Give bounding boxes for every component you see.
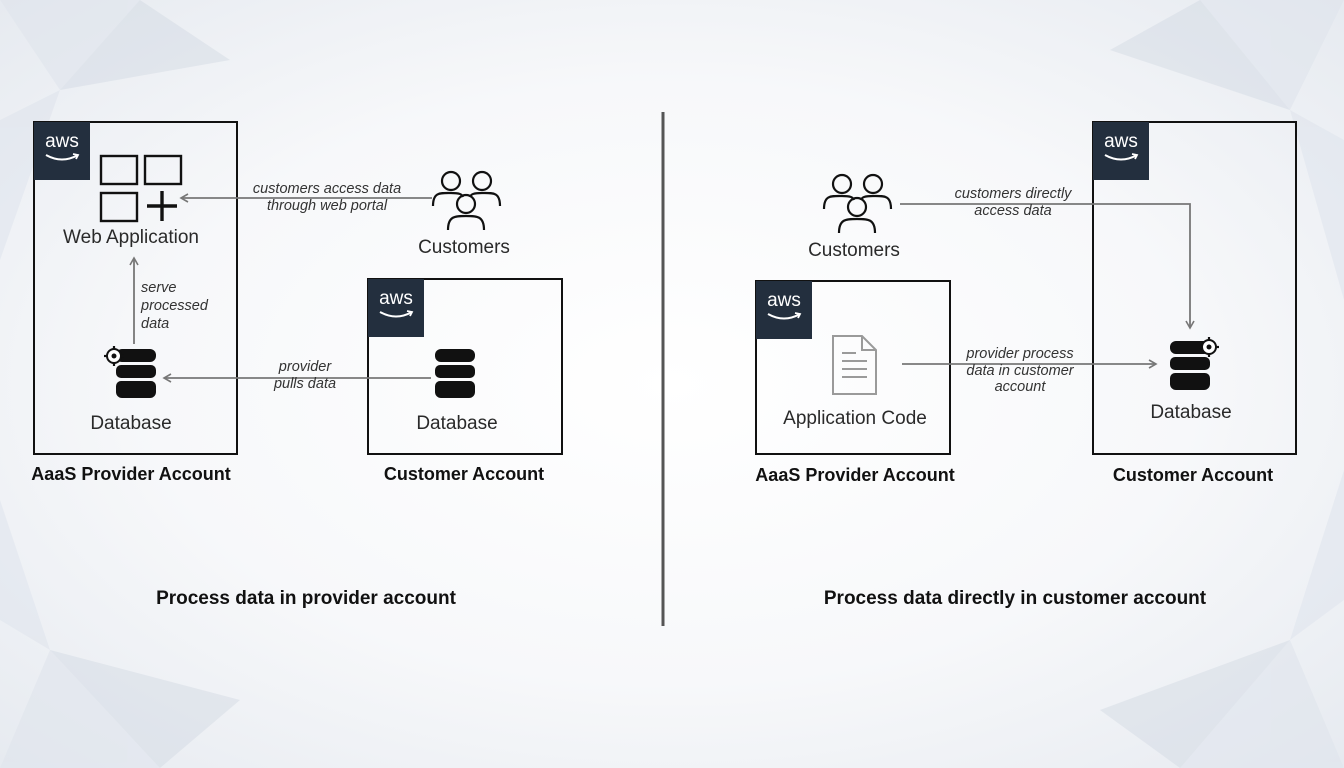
- web-app-icon: [99, 154, 183, 223]
- database-gear-icon: [104, 346, 156, 398]
- customer-account-title: Customer Account: [383, 464, 545, 484]
- customer-db-label: Database: [416, 413, 498, 434]
- aws-logo-icon: aws: [1093, 122, 1149, 180]
- document-icon: [832, 335, 877, 395]
- customer-account-title: Customer Account: [1112, 465, 1274, 485]
- access-flow-label: customers access data through web portal: [252, 181, 402, 214]
- aws-logo-icon: aws: [756, 281, 812, 339]
- right-caption: Process data directly in customer accoun…: [823, 588, 1207, 609]
- users-icon: [431, 170, 502, 231]
- aws-badge-text: aws: [1104, 131, 1138, 152]
- direct-access-flow-label: customers directly access data: [954, 186, 1072, 219]
- web-app-label: Web Application: [63, 227, 199, 248]
- left-caption: Process data in provider account: [156, 588, 456, 609]
- provider-account-title: AaaS Provider Account: [755, 465, 955, 485]
- provider-account-box-right: [755, 280, 951, 455]
- customer-db-label: Database: [1150, 402, 1232, 423]
- customer-account-box: [367, 278, 563, 455]
- customers-label: Customers: [808, 240, 900, 261]
- app-code-label: Application Code: [783, 408, 927, 429]
- process-flow-label: provider process data in customer accoun…: [966, 346, 1074, 396]
- arrow-customers-to-db: [900, 203, 1195, 330]
- aws-badge-text: aws: [379, 288, 413, 309]
- aws-badge-text: aws: [45, 131, 79, 152]
- pull-flow-label: provider pulls data: [273, 359, 337, 392]
- customer-account-box-right: [1092, 121, 1297, 455]
- users-icon: [822, 173, 893, 234]
- provider-account-title: AaaS Provider Account: [31, 464, 231, 484]
- database-icon: [435, 349, 475, 398]
- aws-logo-icon: aws: [34, 122, 90, 180]
- customers-label: Customers: [418, 237, 510, 258]
- serve-flow-label: serve processed data: [141, 280, 208, 333]
- database-gear-icon: [1170, 337, 1219, 390]
- provider-db-label: Database: [90, 413, 172, 434]
- provider-account-box: [33, 121, 238, 455]
- aws-logo-icon: aws: [368, 279, 424, 337]
- aws-badge-text: aws: [767, 290, 801, 311]
